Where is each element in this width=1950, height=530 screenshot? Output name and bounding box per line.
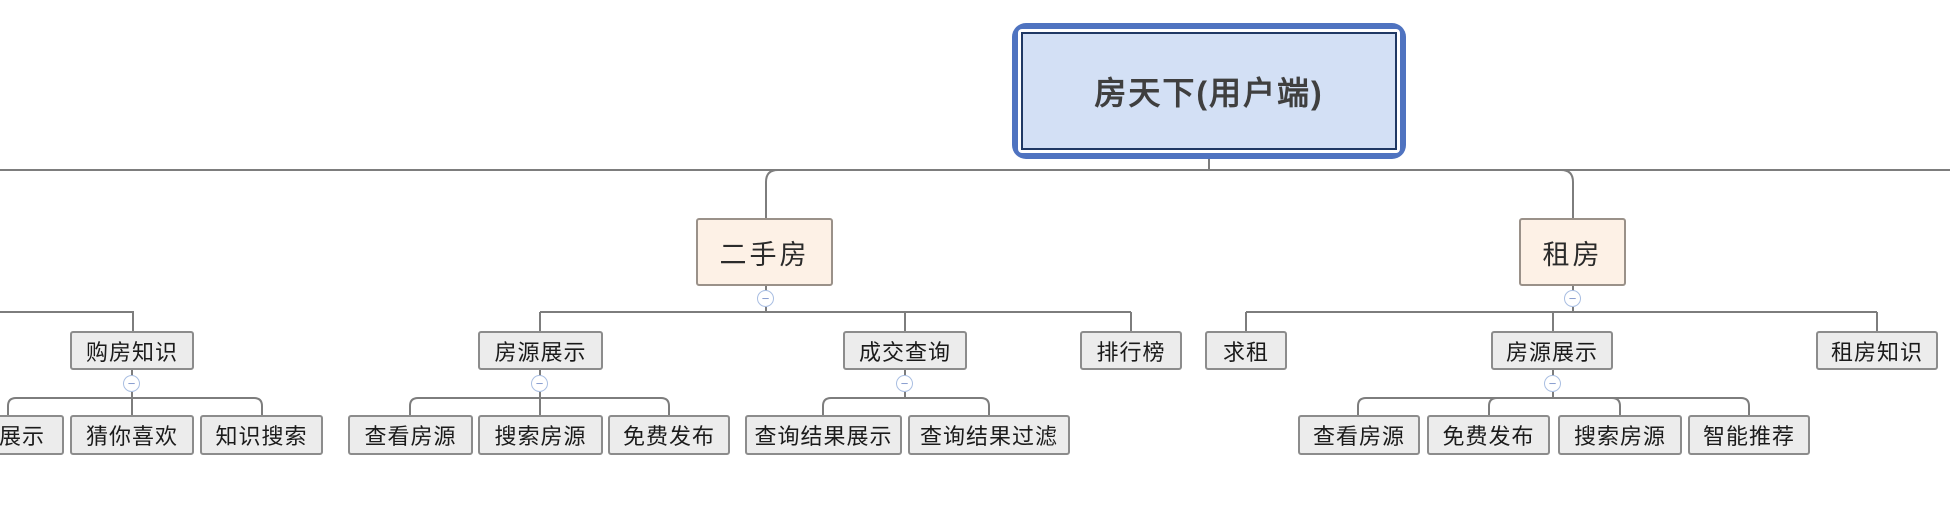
branch-ershoufang[interactable]: 二手房 bbox=[696, 218, 833, 286]
collapse-icon-fangyuan-zhanshi-zufang[interactable]: − bbox=[1544, 375, 1561, 392]
minus-glyph: − bbox=[535, 376, 544, 391]
leaf-zhishi-sousuo[interactable]: 知识搜索 bbox=[200, 415, 323, 455]
leaf-chakan-fangyuan-ershou[interactable]: 查看房源 bbox=[348, 415, 473, 455]
connector-path bbox=[1357, 397, 1750, 415]
collapse-icon-ershoufang[interactable]: − bbox=[757, 290, 774, 307]
leaf-mianfei-fabu-ershou[interactable]: 免费发布 bbox=[608, 415, 730, 455]
connector-path bbox=[765, 286, 1574, 312]
minus-glyph: − bbox=[900, 376, 909, 391]
branch-zufang[interactable]: 租房 bbox=[1519, 218, 1626, 286]
leaf-chaxun-jieguo-guolv[interactable]: 查询结果过滤 bbox=[908, 415, 1070, 455]
leaf-zhineng-tuijian[interactable]: 智能推荐 bbox=[1688, 415, 1810, 455]
connector-path bbox=[131, 370, 1554, 398]
node-qiuzu[interactable]: 求租 bbox=[1205, 331, 1287, 370]
leaf-sousuo-fangyuan-ershou[interactable]: 搜索房源 bbox=[478, 415, 603, 455]
connector-path bbox=[1488, 397, 1621, 415]
minus-glyph: − bbox=[1568, 291, 1577, 306]
root-node[interactable]: 房天下(用户端) bbox=[1012, 23, 1406, 159]
connector-path bbox=[1209, 169, 1574, 218]
root-node-label: 房天下(用户端) bbox=[1021, 32, 1397, 150]
leaf-zhanshi-clipped[interactable]: 展示 bbox=[0, 415, 64, 455]
collapse-icon-goufang-zhishi[interactable]: − bbox=[123, 375, 140, 392]
node-fangyuan-zhanshi-ershou[interactable]: 房源展示 bbox=[478, 331, 603, 370]
connector-path bbox=[822, 397, 990, 415]
collapse-icon-fangyuan-zhanshi-ershou[interactable]: − bbox=[531, 375, 548, 392]
minus-glyph: − bbox=[127, 376, 136, 391]
node-chengjiao-chaxun[interactable]: 成交查询 bbox=[843, 331, 967, 370]
leaf-mianfei-fabu-zufang[interactable]: 免费发布 bbox=[1427, 415, 1550, 455]
connector-path bbox=[7, 397, 263, 415]
connector-path bbox=[765, 169, 1209, 218]
root-node-frame: 房天下(用户端) bbox=[1018, 29, 1400, 153]
connector-path bbox=[1245, 311, 1878, 331]
minus-glyph: − bbox=[761, 291, 770, 306]
minus-glyph: − bbox=[1548, 376, 1557, 391]
node-paihangbang[interactable]: 排行榜 bbox=[1080, 331, 1182, 370]
connector-path bbox=[0, 311, 134, 331]
leaf-cai-ni-xihuan[interactable]: 猜你喜欢 bbox=[70, 415, 194, 455]
collapse-icon-chengjiao-chaxun[interactable]: − bbox=[896, 375, 913, 392]
collapse-icon-zufang[interactable]: − bbox=[1564, 290, 1581, 307]
node-fangyuan-zhanshi-zufang[interactable]: 房源展示 bbox=[1491, 331, 1613, 370]
leaf-sousuo-fangyuan-zufang[interactable]: 搜索房源 bbox=[1558, 415, 1682, 455]
node-goufang-zhishi[interactable]: 购房知识 bbox=[70, 331, 194, 370]
connector-path bbox=[539, 311, 1132, 331]
connector-path bbox=[409, 397, 670, 415]
node-zufang-zhishi[interactable]: 租房知识 bbox=[1816, 331, 1938, 370]
leaf-chaxun-jieguo-zhanshi[interactable]: 查询结果展示 bbox=[745, 415, 902, 455]
leaf-chakan-fangyuan-zufang[interactable]: 查看房源 bbox=[1298, 415, 1420, 455]
